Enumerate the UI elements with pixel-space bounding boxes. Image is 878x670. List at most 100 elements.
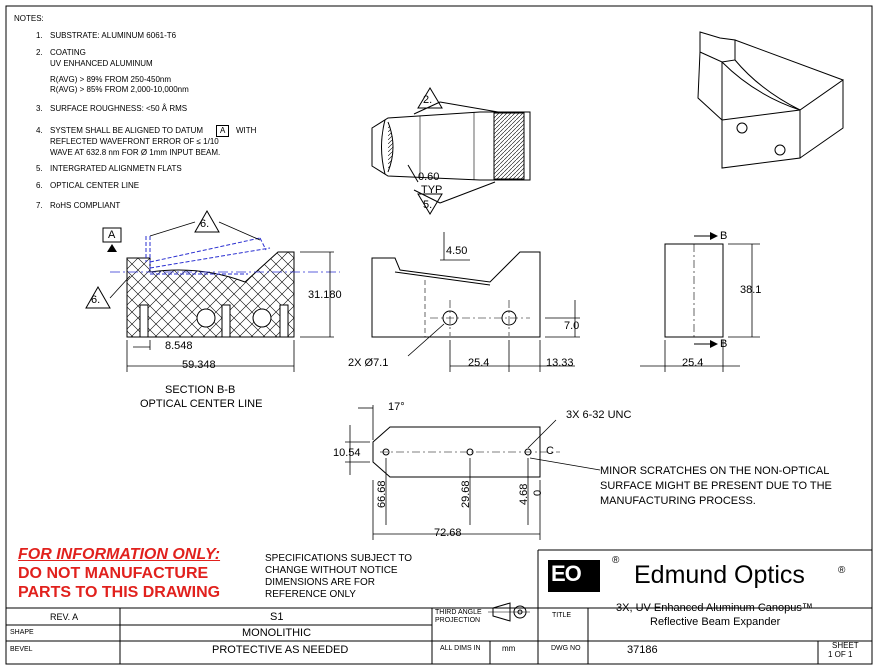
front-hole-height: 7.0	[564, 320, 580, 332]
isometric-view	[697, 31, 844, 169]
note-text: WITH	[236, 126, 257, 135]
bottom-total: 72.68	[434, 527, 462, 539]
dims-value: mm	[502, 644, 516, 653]
section-label-2: OPTICAL CENTER LINE	[140, 398, 263, 410]
eo-logo: EO	[551, 561, 582, 586]
title-line-2: Reflective Beam Expander	[650, 616, 781, 628]
section-x2: 59.348	[182, 359, 216, 371]
front-dimensions	[407, 232, 580, 372]
bottom-x-1: 66.68	[376, 480, 388, 508]
scratch-note-1: MINOR SCRATCHES ON THE NON-OPTICAL	[600, 465, 830, 477]
title-block-grid	[6, 549, 872, 664]
eo-logo-box	[548, 560, 600, 592]
note-text: R(AVG) > 85% FROM 2,000-10,000nm	[50, 85, 189, 94]
callout-6a-triangle	[194, 209, 220, 233]
shape-label: SHAPE	[10, 629, 34, 636]
bottom-x-4: 0	[532, 489, 544, 496]
side-height: 38.1	[740, 284, 762, 296]
note-text: REFLECTED WAVEFRONT ERROR OF ≤ 1/10	[50, 137, 219, 146]
bevel-label: BEVEL	[10, 646, 33, 653]
note-text: SYSTEM SHALL BE ALIGNED TO DATUM	[50, 126, 204, 135]
warning-line-2: DO NOT MANUFACTURE	[18, 565, 209, 582]
side-b-bottom: B	[720, 338, 728, 350]
datum-a-inline: A	[216, 125, 230, 137]
callout-2-label: 2.	[423, 94, 433, 106]
note-text: WAVE AT 632.8 nm FOR Ø 1mm INPUT BEAM.	[50, 148, 221, 157]
note-num: 3.	[36, 104, 43, 113]
shape-value: MONOLITHIC	[242, 627, 312, 639]
section-dimensions	[126, 251, 334, 372]
section-x1: 8.548	[165, 340, 193, 352]
warning-block: FOR INFORMATION ONLY: DO NOT MANUFACTURE…	[18, 547, 256, 603]
bottom-view	[345, 405, 601, 540]
dwg-value: 37186	[627, 644, 658, 656]
notes-heading: NOTES:	[14, 14, 44, 23]
note-num: 6.	[36, 181, 43, 190]
note-text: COATING	[50, 48, 86, 57]
bottom-angle: 17°	[388, 401, 405, 413]
front-edge: 13.33	[546, 357, 574, 369]
rev-label: REV. A	[50, 612, 79, 622]
top-dim-typ: TYP	[421, 184, 443, 196]
note-num: 4.	[36, 126, 43, 135]
side-width: 25.4	[682, 357, 704, 369]
spec-note-4: REFERENCE ONLY	[265, 589, 356, 600]
note-text: INTERGRATED ALIGNMETN FLATS	[50, 164, 182, 173]
company-registered: ®	[838, 565, 846, 576]
bottom-centerline: C	[546, 445, 554, 457]
note-text: R(AVG) > 89% FROM 250-450nm	[50, 75, 172, 84]
front-view	[371, 251, 541, 338]
note-num: 1.	[36, 31, 43, 40]
bottom-x-3: 4.68	[518, 483, 530, 505]
dims-label: ALL DIMS IN	[440, 645, 481, 652]
callout-5-label: 5.	[423, 199, 433, 211]
bottom-height: 10.54	[333, 447, 361, 459]
bevel-value: PROTECTIVE AS NEEDED	[212, 644, 349, 656]
top-view	[371, 101, 531, 204]
rev-value: S1	[270, 611, 284, 623]
projection-line-2: PROJECTION	[435, 617, 481, 624]
datum-a-box	[102, 227, 122, 243]
bottom-x-2: 29.68	[460, 480, 472, 508]
front-holes: 2X Ø7.1	[348, 357, 389, 369]
third-angle-projection-icon	[488, 602, 530, 622]
note-text: SUBSTRATE: ALUMINUM 6061-T6	[50, 31, 177, 40]
note-text: RoHS COMPLIANT	[50, 201, 121, 210]
datum-a-marker	[107, 244, 117, 252]
note-text: UV ENHANCED ALUMINUM	[50, 59, 153, 68]
callout-2-triangle	[417, 87, 443, 109]
datum-a-label: A	[108, 229, 116, 241]
title-label: TITLE	[552, 612, 572, 619]
dwg-label: DWG NO	[551, 645, 581, 652]
note-num: 7.	[36, 201, 43, 210]
note-num: 2.	[36, 48, 43, 57]
note-text: SURFACE ROUGHNESS: <50 Å RMS	[50, 104, 188, 113]
projection-line-1: THIRD ANGLE	[435, 609, 482, 616]
note-num: 5.	[36, 164, 43, 173]
warning-line-1: FOR INFORMATION ONLY:	[18, 546, 221, 563]
callout-6a-label: 6.	[200, 218, 210, 230]
side-b-top: B	[720, 230, 728, 242]
spec-note-3: DIMENSIONS ARE FOR	[265, 577, 376, 588]
sheet-value: 1 OF 1	[828, 650, 853, 659]
scratch-note-2: SURFACE MIGHT BE PRESENT DUE TO THE	[600, 480, 832, 492]
callout-5-triangle	[417, 193, 443, 215]
warning-line-3: PARTS TO THIS DRAWING	[18, 584, 221, 601]
callout-6b-label: 6.	[91, 294, 101, 306]
section-label-1: SECTION B-B	[165, 384, 236, 396]
sheet-label: SHEET	[832, 641, 859, 650]
title-line-1: 3X, UV Enhanced Aluminum Canopus™	[616, 602, 813, 614]
callout-6b-triangle	[85, 285, 111, 309]
scratch-note-3: MANUFACTURING PROCESS.	[600, 495, 756, 507]
top-dim-value: 0.60	[418, 171, 440, 183]
logo-registered: ®	[612, 555, 620, 566]
section-height: 31.180	[308, 289, 342, 301]
side-view	[640, 232, 760, 372]
spec-note-2: CHANGE WITHOUT NOTICE	[265, 565, 398, 576]
front-spacing: 25.4	[468, 357, 490, 369]
bottom-threads: 3X 6-32 UNC	[566, 409, 632, 421]
front-depth: 4.50	[446, 245, 468, 257]
company-name: Edmund Optics	[634, 561, 805, 589]
